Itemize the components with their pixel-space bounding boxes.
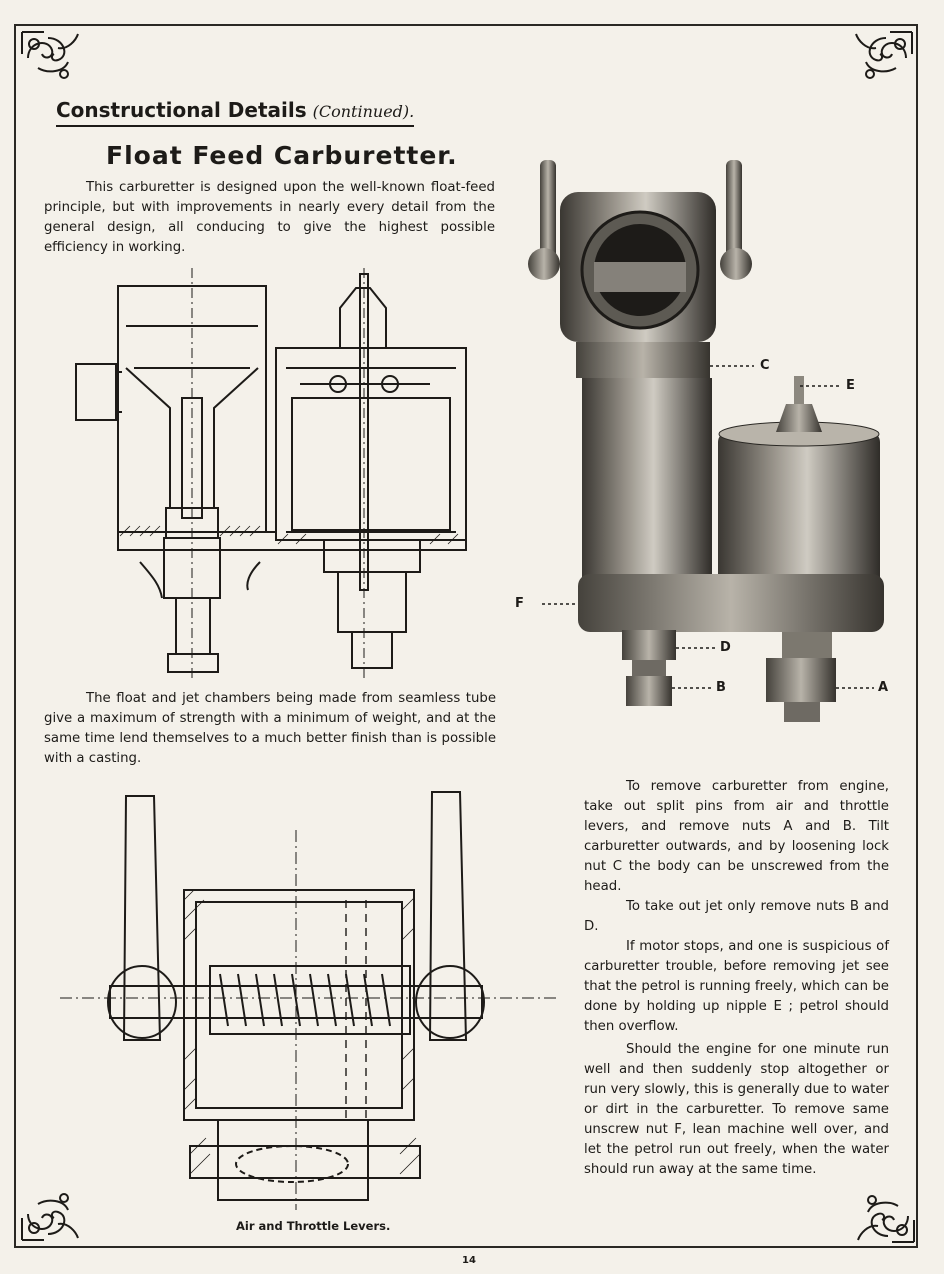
corner-ornament-icon: [21, 31, 79, 79]
section-heading: Constructional Details (Continued).: [56, 98, 415, 127]
corner-ornament-icon: [857, 1195, 915, 1243]
carburetter-section-drawing: [75, 268, 467, 678]
page-number: 14: [462, 1255, 476, 1266]
label-d: D: [720, 640, 731, 655]
label-b: B: [716, 680, 726, 695]
water-dirt-paragraph: Should the engine for one minute run wel…: [584, 1042, 889, 1177]
label-a: A: [878, 680, 889, 695]
corner-ornament-icon: [855, 31, 913, 79]
page-border: [14, 24, 918, 1248]
corner-ornament-icon: [21, 1193, 79, 1241]
label-c: C: [760, 358, 770, 373]
float-paragraph: The float and jet chambers being made fr…: [44, 691, 496, 766]
section-title: Constructional Details: [56, 98, 307, 122]
continued-label: (Continued).: [312, 102, 415, 121]
carburetter-photo: [528, 160, 884, 722]
intro-paragraph: This carburetter is designed upon the we…: [44, 180, 495, 255]
remove-jet-paragraph: To take out jet only remove nuts B and D…: [584, 899, 889, 934]
label-f: F: [515, 596, 524, 611]
motor-stops-paragraph: If motor stops, and one is suspicious of…: [584, 939, 889, 1034]
levers-caption: Air and Throttle Levers.: [236, 1219, 391, 1233]
levers-drawing: [60, 791, 560, 1210]
remove-carburetter-paragraph: To remove carburetter from engine, take …: [584, 779, 889, 894]
label-e: E: [846, 378, 855, 393]
article-title: Float Feed Carburetter.: [106, 141, 458, 170]
